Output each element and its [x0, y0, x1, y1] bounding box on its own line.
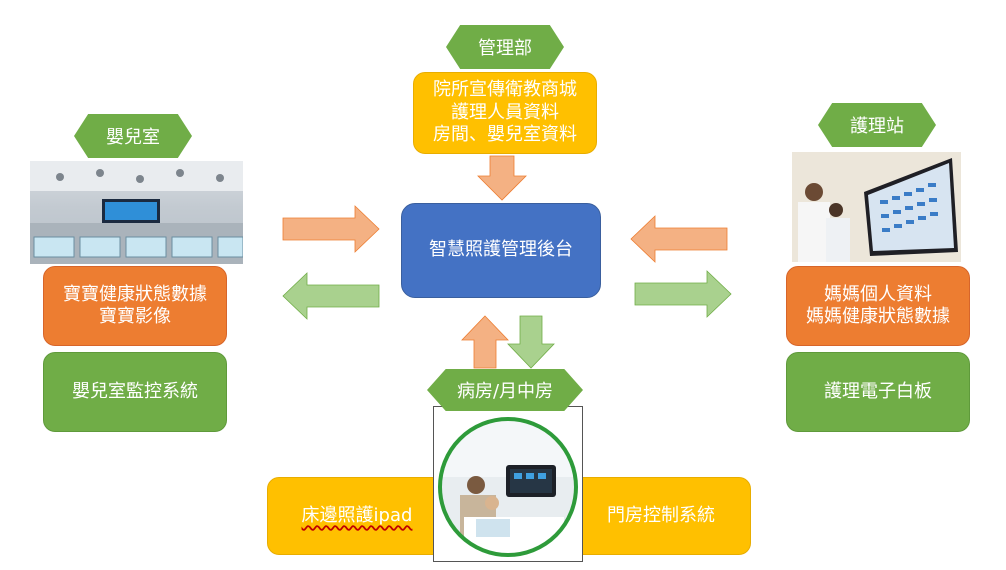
- ward-photo-frame: [433, 406, 583, 562]
- arrow-ward-to-center: [461, 315, 509, 369]
- nursery-system-label: 嬰兒室監控系統: [72, 380, 198, 402]
- ward-photo: [438, 417, 578, 557]
- nursery-system-box: 嬰兒室監控系統: [43, 352, 227, 432]
- ward-label: 病房/月中房: [456, 381, 554, 402]
- center-label: 智慧照護管理後台: [429, 239, 573, 261]
- nursing-station-system-box: 護理電子白板: [786, 352, 970, 432]
- arrow-nursing-station-to-center: [630, 215, 728, 263]
- management-line-1: 院所宣傳衛教商城: [433, 79, 577, 101]
- nursery-data-line-1: 寶寶健康狀態數據: [63, 283, 207, 305]
- room-control-label: 門房控制系統: [607, 504, 715, 526]
- room-control-box: 門房控制系統: [571, 477, 751, 555]
- bedside-ipad-box: 床邊照護ipad: [267, 477, 447, 555]
- nursing-station-data-box: 媽媽個人資料 媽媽健康狀態數據: [786, 266, 970, 346]
- nursery-data-box: 寶寶健康狀態數據 寶寶影像: [43, 266, 227, 346]
- nursing-station-label: 護理站: [850, 116, 904, 137]
- arrow-management-to-center: [477, 155, 527, 201]
- arrow-nursery-to-center: [282, 205, 380, 253]
- nursery-photo: [30, 161, 243, 264]
- management-line-3: 房間、嬰兒室資料: [433, 124, 577, 146]
- management-line-2: 護理人員資料: [451, 101, 559, 123]
- management-hex-label: 管理部: [446, 25, 564, 69]
- nursing-station-data-line-2: 媽媽健康狀態數據: [806, 306, 950, 327]
- arrow-center-to-ward: [507, 315, 555, 369]
- management-label: 管理部: [478, 38, 532, 59]
- nursery-hex-label: 嬰兒室: [74, 114, 192, 158]
- nursing-station-hex-label: 護理站: [818, 103, 936, 147]
- nursery-data-line-2: 寶寶影像: [99, 306, 171, 327]
- nursing-station-photo: [792, 152, 961, 262]
- management-data-box: 院所宣傳衛教商城 護理人員資料 房間、嬰兒室資料: [413, 72, 597, 154]
- bedside-ipad-label: 床邊照護ipad: [301, 504, 413, 526]
- nursing-station-data-line-1: 媽媽個人資料: [824, 283, 932, 305]
- nursing-station-system-label: 護理電子白板: [824, 380, 932, 402]
- arrow-center-to-nursery: [282, 272, 380, 320]
- nursery-label: 嬰兒室: [106, 127, 160, 148]
- ward-hex-label: 病房/月中房: [427, 369, 583, 411]
- arrow-center-to-nursing-station: [634, 270, 732, 318]
- center-box: 智慧照護管理後台: [401, 203, 601, 298]
